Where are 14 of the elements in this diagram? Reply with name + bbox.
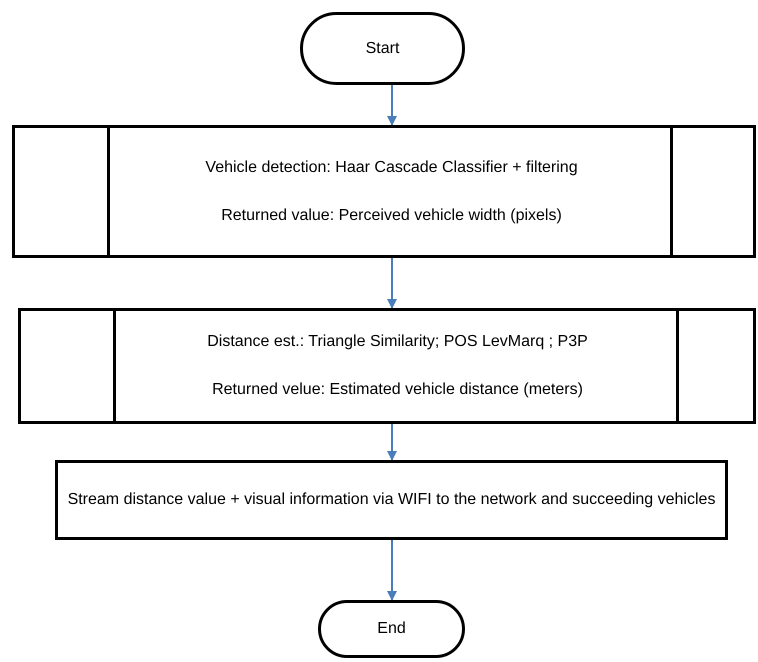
predefined-process-box (18, 308, 756, 424)
node-text: Returned value: Perceived vehicle width (pixels) (221, 206, 562, 226)
node-text: Stream distance value + visual information via WIFI to the network and succeeding vehicles (68, 490, 716, 510)
arrow (387, 540, 397, 601)
arrow (387, 424, 397, 461)
arrow (387, 258, 397, 309)
process-box (55, 460, 728, 540)
predefined-process-box (12, 125, 756, 258)
arrow (387, 85, 397, 126)
node-text: Vehicle detection: Haar Cascade Classifier + filtering (205, 158, 578, 178)
node-text: Distance est.: Triangle Similarity; POS LevMarq ; P3P (207, 332, 588, 352)
node-text: Returned velue: Estimated vehicle distance (meters) (212, 380, 583, 400)
node-text: Start (366, 38, 400, 58)
node-text: End (377, 619, 406, 639)
